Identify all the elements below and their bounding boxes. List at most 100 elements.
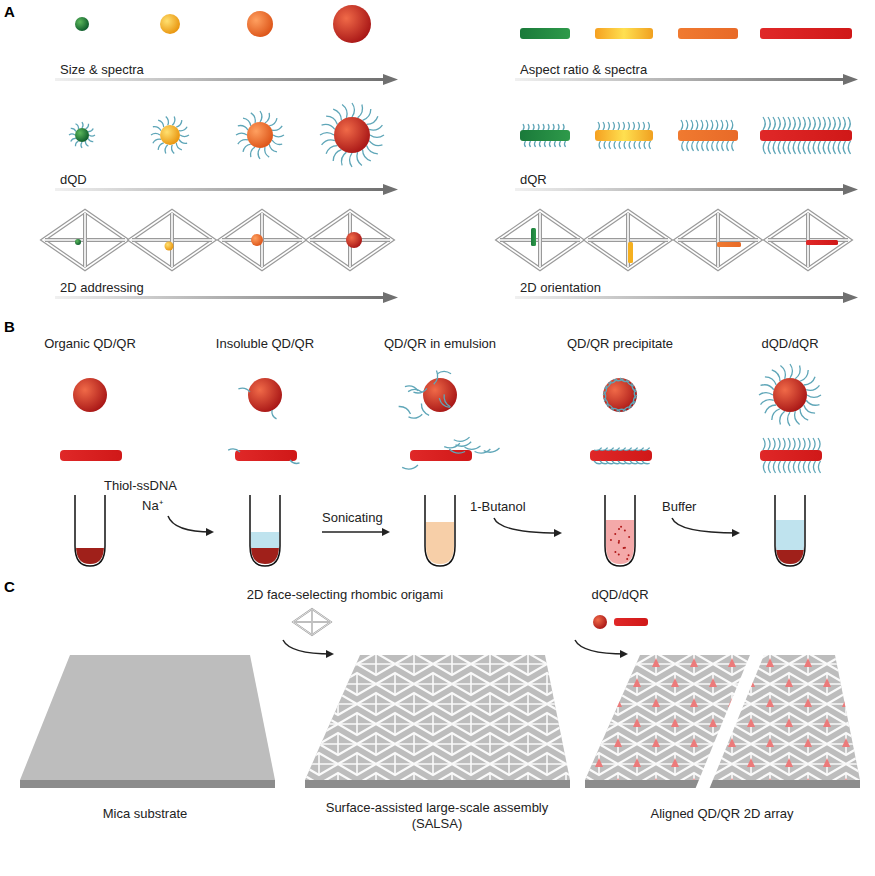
dna-strand: [765, 377, 776, 385]
origami-tile: [413, 734, 415, 754]
origami-tile: [471, 733, 509, 755]
tube-outline: [775, 495, 805, 566]
dna-strand: [322, 124, 335, 129]
dna-strand: [363, 109, 371, 120]
step-arrows: [168, 516, 738, 654]
origami-tile: [435, 783, 469, 785]
qd-marker: [804, 698, 812, 707]
origami-tile: [789, 733, 827, 755]
origami-tile: [547, 693, 585, 715]
dna-strand: [808, 117, 810, 130]
dna-strand: [649, 141, 650, 149]
origami-tile: [452, 713, 490, 735]
origami-tile: [637, 653, 675, 675]
dna-strand: [172, 116, 175, 125]
origami-tile: [808, 753, 846, 775]
qd-marker: [766, 738, 774, 747]
origami-tile: [528, 713, 566, 735]
dna-strand: [722, 141, 724, 151]
qd-marker: [633, 678, 641, 687]
dna-strand: [290, 460, 300, 463]
origami-tile: [414, 713, 452, 735]
origami-tile: [845, 694, 847, 714]
dna-strand: [759, 393, 773, 395]
origami-tile: [299, 694, 301, 714]
dna-strand: [806, 400, 819, 405]
dna-strand: [768, 461, 770, 473]
dna-strand: [823, 117, 825, 130]
panel-letter: A: [4, 3, 15, 21]
qd-marker: [652, 658, 660, 667]
origami-tile: [433, 653, 471, 675]
origami-tile: [489, 654, 491, 674]
dna-strand: [818, 141, 820, 154]
dna-strand: [687, 141, 689, 151]
precipitate-dot: [614, 533, 616, 535]
dna-strand: [696, 120, 698, 130]
caption-label: QD/QR precipitate: [545, 336, 695, 352]
dna-strand: [629, 402, 636, 410]
origami-tile: [470, 674, 472, 694]
qd-marker: [614, 738, 622, 747]
origami-tile: [599, 733, 637, 755]
dna-strand: [69, 134, 75, 135]
dna-strand: [707, 141, 709, 151]
qd-marker: [747, 718, 755, 727]
dna-strand: [553, 124, 554, 130]
dna-strand: [642, 461, 650, 464]
origami-tile: [565, 774, 567, 794]
dna-strand: [333, 150, 341, 161]
origami-tile: [568, 683, 602, 685]
qd-marker: [842, 698, 850, 707]
dna-strand: [833, 117, 835, 130]
origami-tile: [395, 773, 433, 795]
origami-tile: [565, 734, 567, 754]
dna-strand: [523, 124, 524, 130]
dna-strand: [773, 438, 775, 450]
origami-tile: [579, 654, 581, 674]
dna-strand: [341, 152, 346, 165]
origami-tile: [337, 774, 339, 794]
dna-strand: [761, 385, 774, 390]
origami-tile: [566, 673, 604, 695]
dna-strand: [475, 449, 491, 453]
caption-label: 2D face-selecting rhombic origami: [215, 587, 475, 603]
dna-strand: [788, 461, 790, 473]
test-tubes: [75, 495, 805, 566]
dna-strand: [544, 141, 545, 147]
origami-tile: [470, 714, 472, 734]
origami-tile: [565, 654, 567, 674]
origami-tile: [508, 754, 510, 774]
origami-tile: [509, 733, 547, 755]
dna-strand: [604, 141, 605, 149]
dna-strand: [75, 124, 78, 129]
origami-tile: [375, 654, 377, 674]
dna-strand: [804, 405, 815, 413]
qd-marker: [823, 758, 831, 767]
dna-strand: [606, 404, 614, 411]
dna-strand: [326, 146, 337, 154]
origami-tile: [394, 674, 396, 694]
origami-tile: [617, 774, 619, 794]
dna-strand: [367, 116, 378, 124]
origami-tile: [356, 674, 358, 694]
dna-strand: [803, 461, 805, 473]
dna-strand: [773, 461, 775, 473]
origami-tile: [452, 753, 490, 775]
origami-tile: [395, 693, 433, 715]
dna-strand: [158, 143, 164, 150]
dna-strand: [554, 141, 555, 147]
origami-tile: [715, 783, 749, 785]
qd-marker: [747, 758, 755, 767]
dna-strand: [727, 141, 729, 151]
dna-strand: [82, 122, 83, 128]
origami-tile: [789, 653, 827, 675]
dna-strand: [563, 124, 564, 130]
origami-tile: [357, 773, 395, 795]
dna-strand: [421, 404, 429, 416]
origami-tile: [770, 673, 808, 695]
dna-strand: [813, 117, 815, 130]
dna-strand: [706, 120, 708, 130]
dna-strand: [81, 142, 82, 148]
dna-strand: [89, 135, 95, 136]
